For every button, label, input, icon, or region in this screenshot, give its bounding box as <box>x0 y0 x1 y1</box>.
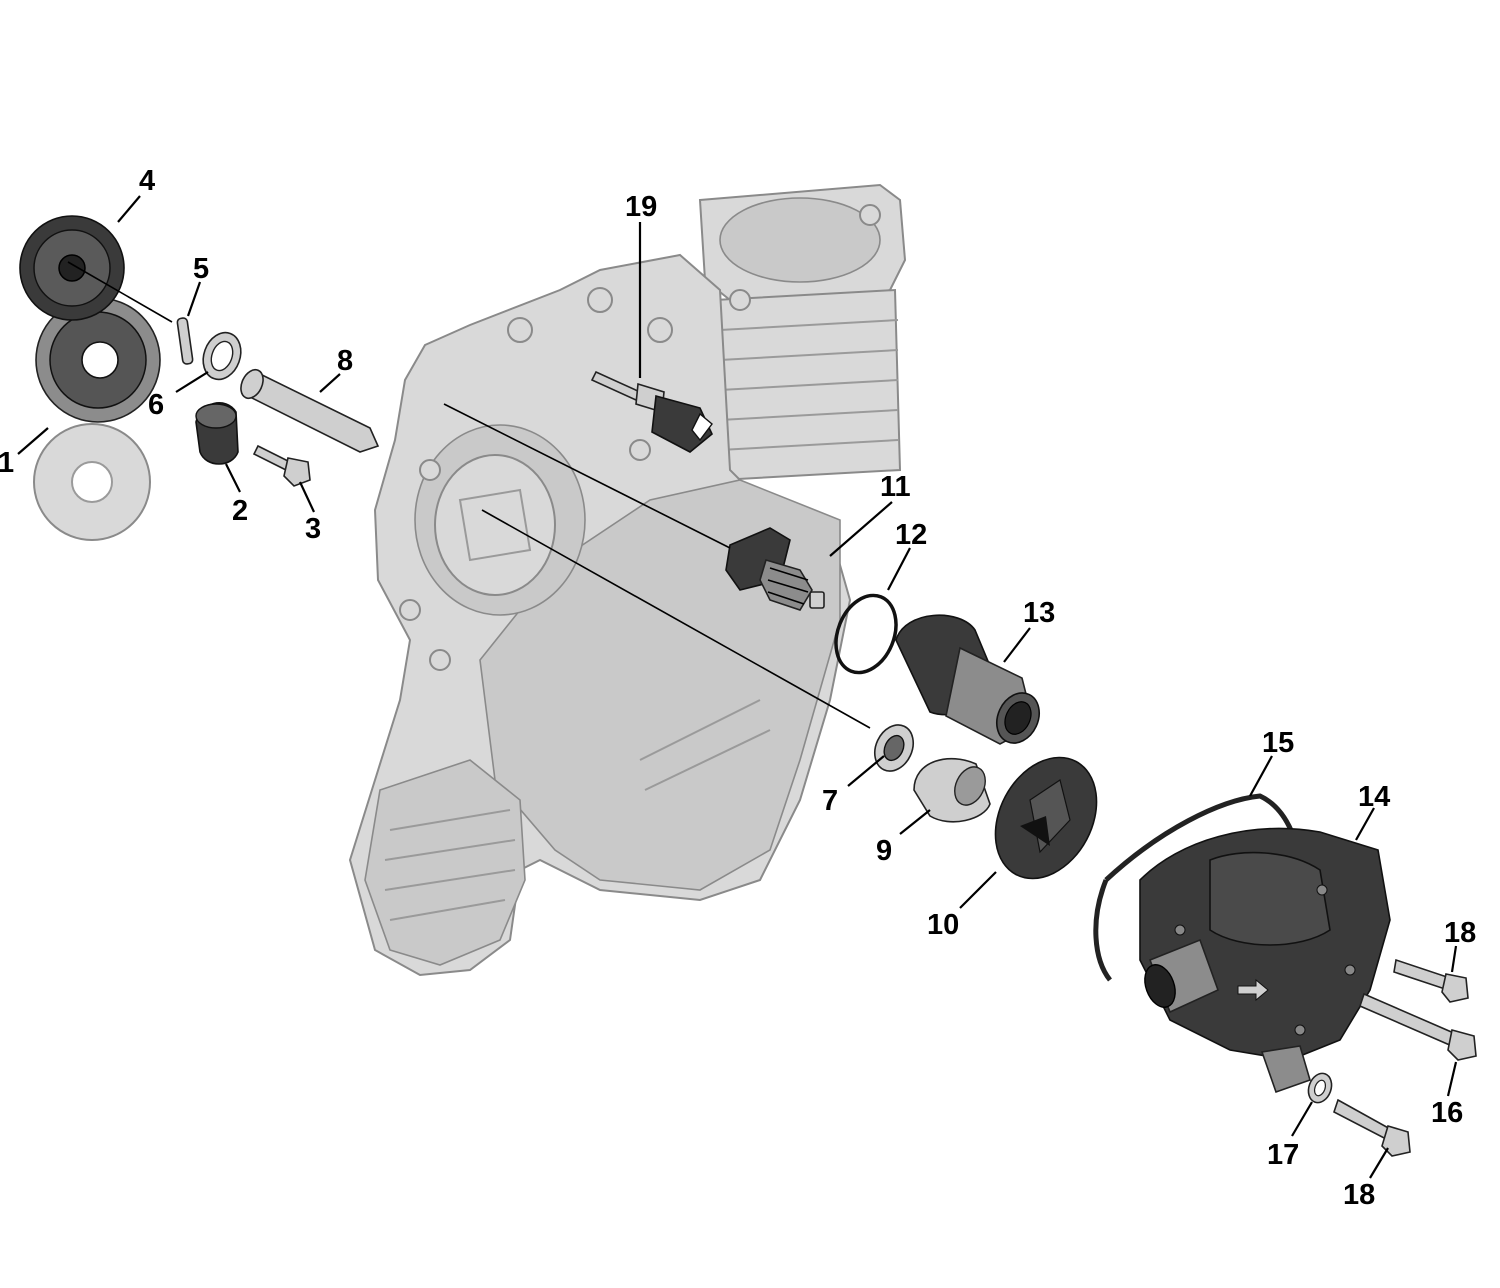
part-12-o-ring <box>834 593 898 675</box>
callout-17: 17 <box>1267 1139 1299 1171</box>
callout-2: 2 <box>232 495 248 527</box>
engine-case-ghost <box>348 183 907 977</box>
part-5-pin <box>176 317 194 365</box>
callout-10: 10 <box>927 909 959 941</box>
part-2-bushing <box>195 402 239 465</box>
leader-lines <box>17 195 1458 1179</box>
callout-1: 1 <box>0 447 14 479</box>
callout-18-upper: 18 <box>1444 917 1476 949</box>
callout-13: 13 <box>1023 597 1055 629</box>
callout-19: 19 <box>625 191 657 223</box>
assembly-axis-lines <box>67 261 871 729</box>
part-17-washer <box>1307 1072 1333 1104</box>
callout-8: 8 <box>337 345 353 377</box>
callout-9: 9 <box>876 835 892 867</box>
part-10-impeller <box>994 756 1098 880</box>
callout-14: 14 <box>1358 781 1390 813</box>
callout-3: 3 <box>305 513 321 545</box>
callout-4: 4 <box>139 165 155 197</box>
callout-16: 16 <box>1431 1097 1463 1129</box>
part-8-shaft <box>240 368 380 453</box>
callout-7: 7 <box>822 785 838 817</box>
part-13-thermostat-housing <box>895 614 1040 745</box>
part-11-thermostat <box>725 527 825 611</box>
part-18-bolt-lower <box>1333 1098 1411 1157</box>
part-7-seal <box>873 724 915 772</box>
part-18-bolt-upper <box>1393 958 1469 1003</box>
part-19-sensor <box>590 370 713 453</box>
ghost-gear <box>33 423 151 541</box>
callout-6: 6 <box>148 389 164 421</box>
part-16-bolt <box>1359 992 1477 1061</box>
part-4-gear <box>19 215 125 321</box>
callout-12: 12 <box>895 519 927 551</box>
part-9-bearing <box>913 757 991 823</box>
callout-labels: 1 2 3 4 5 6 7 8 9 10 11 12 13 14 15 16 1… <box>0 165 1476 1211</box>
part-6-washer <box>202 331 242 381</box>
callout-5: 5 <box>193 253 209 285</box>
part-3-bolt <box>252 444 311 487</box>
part-1-gear <box>35 297 161 423</box>
gear-stack <box>19 215 380 541</box>
callout-18-lower: 18 <box>1343 1179 1375 1211</box>
part-14-water-pump-cover <box>1139 827 1391 1094</box>
callout-15: 15 <box>1262 727 1294 759</box>
callout-11: 11 <box>880 471 911 503</box>
